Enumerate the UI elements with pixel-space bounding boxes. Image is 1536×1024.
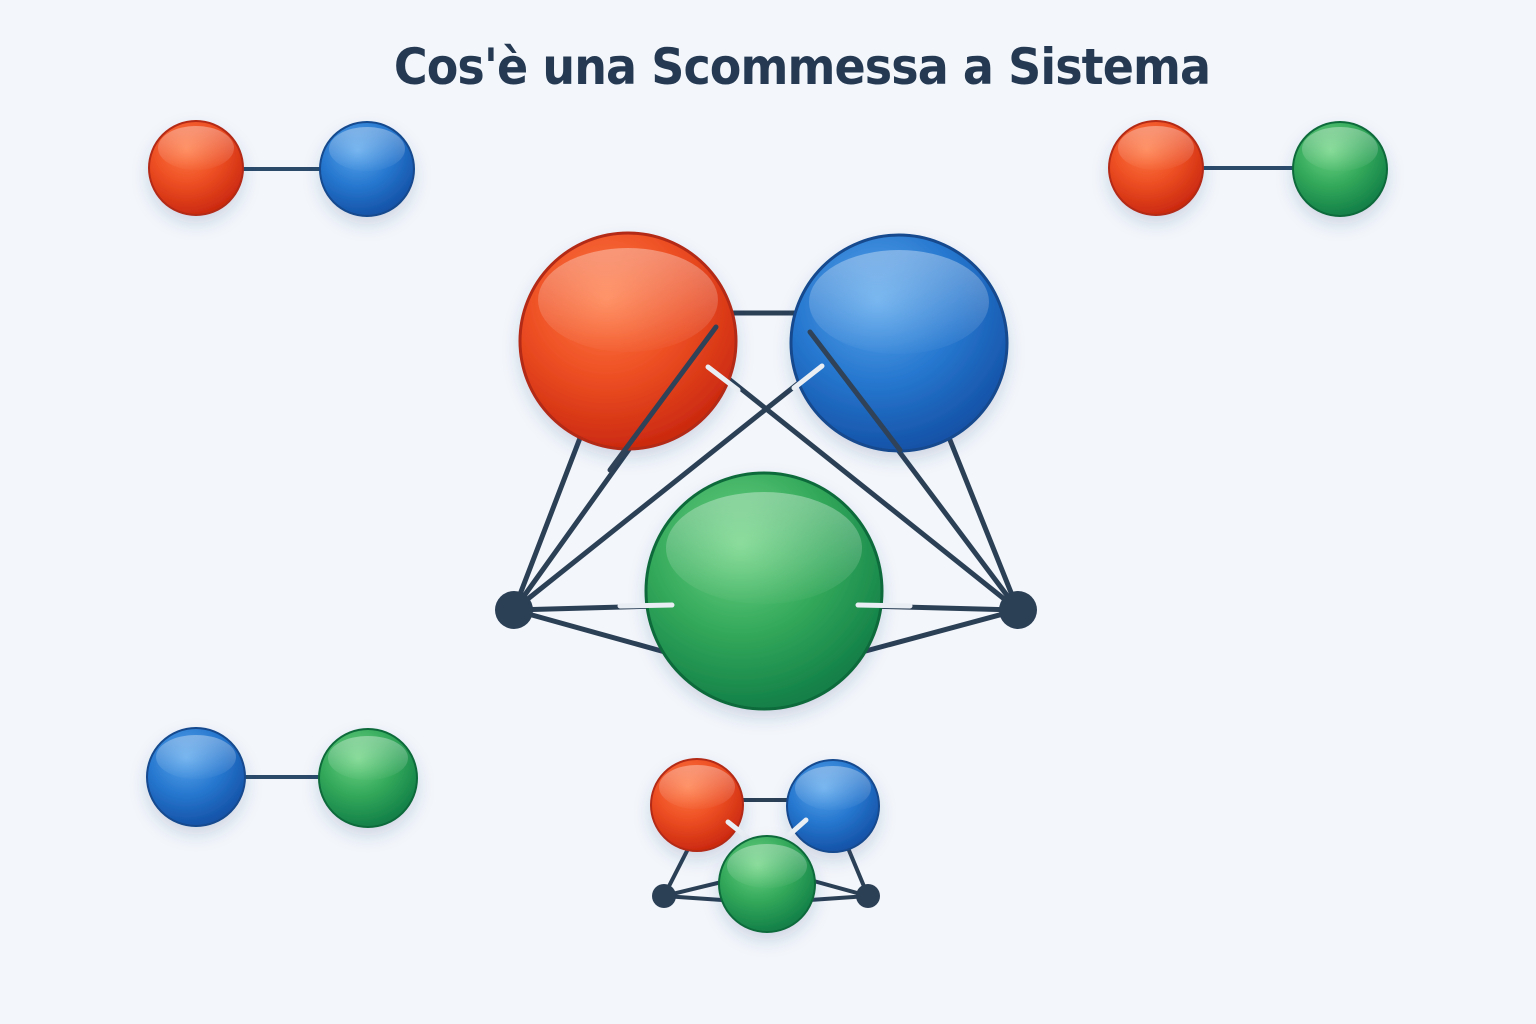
- hub-right-small: [856, 884, 880, 908]
- pair-blue-green: [146, 727, 418, 828]
- mini-network: [650, 758, 880, 933]
- hub-left: [495, 591, 533, 629]
- hub-left-small: [652, 884, 676, 908]
- page-title: Cos'è una Scommessa a Sistema: [393, 38, 1211, 96]
- pair-red-blue: [148, 120, 415, 217]
- hub-right: [999, 591, 1037, 629]
- pair-red-green: [1108, 120, 1388, 217]
- central-network: [495, 231, 1037, 711]
